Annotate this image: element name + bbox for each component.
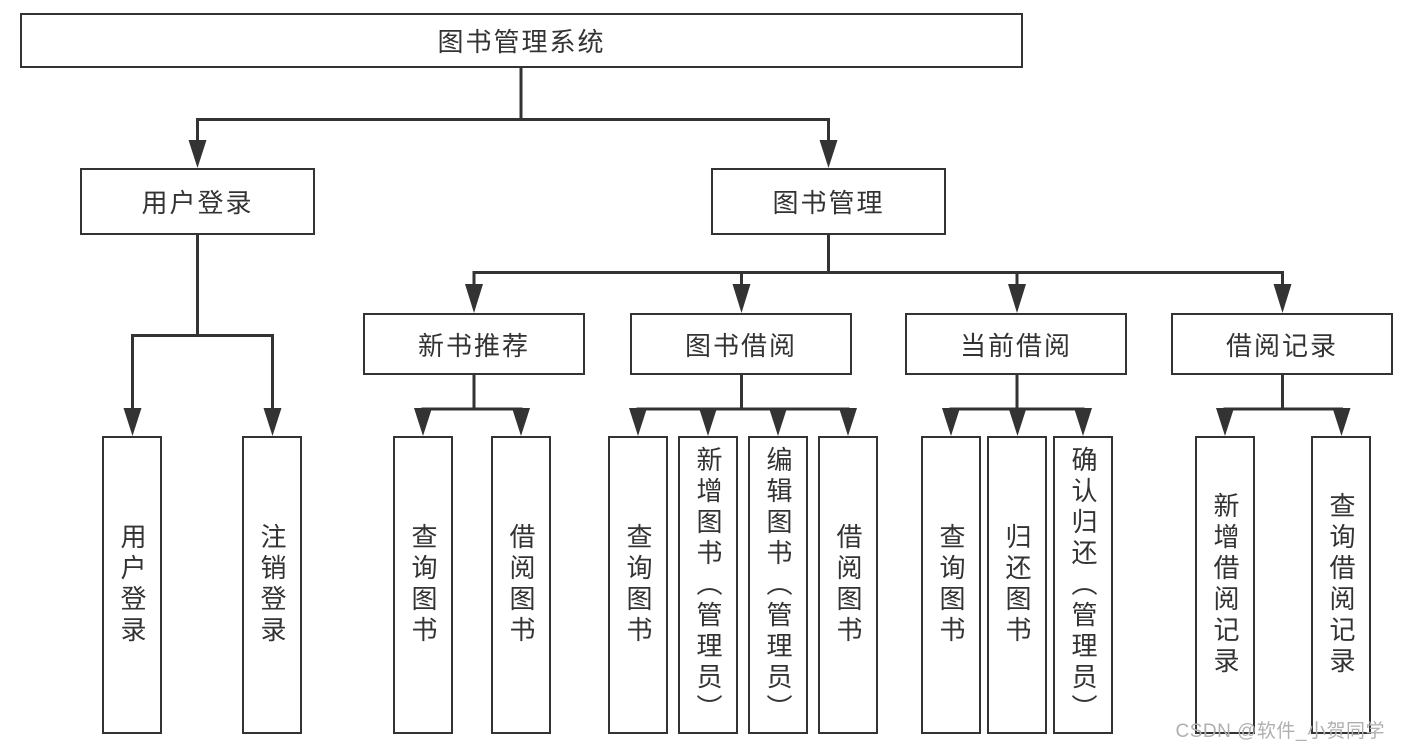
- watermark: CSDN @软件_小贺同学: [1175, 721, 1385, 742]
- node-borrow-records: 借阅记录: [1171, 313, 1393, 375]
- leaf-borrow-books-1: 借阅图书: [491, 436, 551, 734]
- node-current-borrow: 当前借阅: [905, 313, 1127, 375]
- leaf-confirm-return-admin: 确认归还（管理员）: [1053, 436, 1113, 734]
- leaf-logout: 注销登录: [242, 436, 302, 734]
- leaf-query-books-2: 查询图书: [608, 436, 668, 734]
- node-book-management: 图书管理: [711, 168, 946, 235]
- node-user-login: 用户登录: [80, 168, 315, 235]
- node-new-book-recommend: 新书推荐: [363, 313, 585, 375]
- node-root: 图书管理系统: [20, 13, 1023, 68]
- leaf-add-borrow-record: 新增借阅记录: [1195, 436, 1255, 734]
- leaf-query-books-3: 查询图书: [921, 436, 981, 734]
- leaf-query-borrow-record: 查询借阅记录: [1311, 436, 1371, 734]
- leaf-query-books-1: 查询图书: [393, 436, 453, 734]
- leaf-borrow-books-2: 借阅图书: [818, 436, 878, 734]
- leaf-return-books: 归还图书: [987, 436, 1047, 734]
- arrow-down-icons: [123, 140, 1351, 436]
- leaf-add-book-admin: 新增图书（管理员）: [678, 436, 738, 734]
- leaf-user-login: 用户登录: [102, 436, 162, 734]
- leaf-edit-book-admin: 编辑图书（管理员）: [748, 436, 808, 734]
- node-book-borrow: 图书借阅: [630, 313, 852, 375]
